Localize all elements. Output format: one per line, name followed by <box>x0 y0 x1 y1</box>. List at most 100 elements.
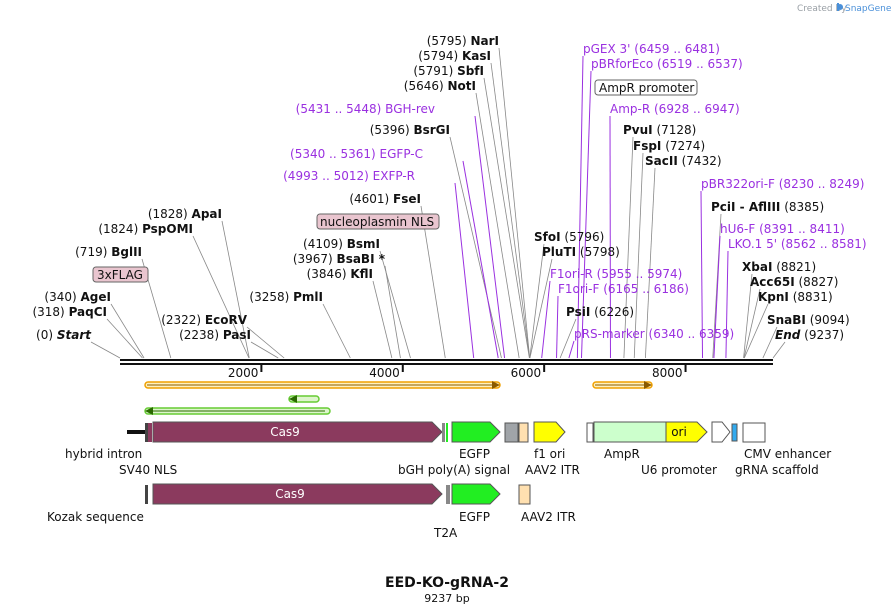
site-name: NarI <box>470 34 499 48</box>
site-name: KflI <box>350 267 373 281</box>
egfp-feature <box>451 421 501 443</box>
site-connector <box>762 326 778 359</box>
site-connector <box>559 318 577 359</box>
primer-connector <box>541 280 551 359</box>
restriction-site: (5795) NarI <box>427 34 499 48</box>
primer-label: F1ori-R (5955 .. 5974) <box>550 267 682 281</box>
primer-name: pGEX 3' <box>583 42 630 56</box>
restriction-sites: (0) Start(318) PaqCI(340) AgeI(719) BglI… <box>32 34 849 342</box>
f1-ori-label: f1 ori <box>534 447 565 461</box>
watermark-created-by: Created by <box>797 4 847 14</box>
site-name: FseI <box>393 192 421 206</box>
restriction-site: (3846) KflI <box>307 267 373 281</box>
primer-label: (4993 .. 5012) EXFP-R <box>283 169 415 183</box>
site-connector <box>623 136 634 359</box>
primer-label: pBR322ori-F (8230 .. 8249) <box>701 177 864 191</box>
site-position: (318) <box>32 305 68 319</box>
egfp-feature-2 <box>451 483 501 505</box>
cas9-feature-2 <box>152 483 443 505</box>
primer-name: F1ori-R <box>550 267 593 281</box>
site-name: KpnI <box>758 290 789 304</box>
primer-name: Amp-R <box>610 102 650 116</box>
primer-label: LKO.1 5' (8562 .. 8581) <box>728 237 867 251</box>
site-name: SbfI <box>457 64 484 78</box>
primer-range: (6459 .. 6481) <box>630 42 720 56</box>
site-connector <box>644 167 656 359</box>
aav2-itr-label: AAV2 ITR <box>525 463 580 477</box>
site-connector <box>384 265 401 359</box>
primer-range: (6519 .. 6537) <box>653 57 743 71</box>
site-name: BsmI <box>347 237 380 251</box>
site-position: (3258) <box>249 290 293 304</box>
cas9-label: Cas9 <box>270 425 300 439</box>
site-position: (0) <box>36 328 57 342</box>
site-position: (2322) <box>161 313 205 327</box>
restriction-site: (3258) PmlI <box>249 290 323 304</box>
aav2-itr-feature-2 <box>586 422 594 443</box>
ruler-tick-label: 6000 <box>511 366 542 380</box>
feature-row-translated: Cas9 <box>145 483 531 505</box>
site-name: BglII <box>111 245 142 259</box>
primer-name: LKO.1 5' <box>728 237 777 251</box>
primer-range: (8230 .. 8249) <box>775 177 865 191</box>
primer-connector <box>462 160 499 359</box>
feature-row-main: Cas9 ori <box>127 421 766 443</box>
site-name: Start <box>57 328 92 342</box>
site-position: (7128) <box>653 123 697 137</box>
site-position: (8831) <box>789 290 833 304</box>
site-connector <box>633 152 644 359</box>
primer-label: pBRforEco (6519 .. 6537) <box>591 57 743 71</box>
primer-label: Amp-R (6928 .. 6947) <box>610 102 740 116</box>
site-position: (9094) <box>806 313 850 327</box>
hybrid-intron-marker <box>145 423 148 442</box>
site-position: (8385) <box>780 200 824 214</box>
aav2-itr-feature-3 <box>518 484 531 505</box>
ampr-promoter-label: AmpR promoter <box>599 81 694 95</box>
site-name: NotI <box>448 79 477 93</box>
u6-promoter-label: U6 promoter <box>641 463 717 477</box>
site-name: PasI <box>223 328 251 342</box>
orf-reverse-2 <box>144 407 331 415</box>
restriction-site: Acc65I (8827) <box>750 275 838 289</box>
primer-connector <box>556 295 559 359</box>
orf-forward-1 <box>144 381 501 389</box>
restriction-site: XbaI (8821) <box>742 260 816 274</box>
site-name: PvuI <box>623 123 653 137</box>
primer-label: (5340 .. 5361) EGFP-C <box>290 147 423 161</box>
primer-range: (5340 .. 5361) <box>290 147 380 161</box>
ori-feature <box>665 421 708 443</box>
site-position: (719) <box>75 245 111 259</box>
site-connector <box>372 280 393 359</box>
site-position: (8821) <box>772 260 816 274</box>
restriction-site: PciI - AflIII (8385) <box>711 200 824 214</box>
site-name: XbaI <box>742 260 772 274</box>
aav2-itr-feature <box>518 422 529 443</box>
site-connector <box>192 235 250 359</box>
bgh-polya-label: bGH poly(A) signal <box>398 463 510 477</box>
restriction-site: FspI (7274) <box>633 139 705 153</box>
restriction-site: (340) AgeI <box>44 290 111 304</box>
primer-connector <box>700 190 704 359</box>
boxed-label-3xflag: 3xFLAG <box>92 266 149 283</box>
primer-name: pBR322ori-F <box>701 177 775 191</box>
nucleoplasmin-nls-label: nucleoplasmin NLS <box>320 215 434 229</box>
site-name: PspOMI <box>142 222 193 236</box>
sv40-nls-label: SV40 NLS <box>119 463 177 477</box>
primer-range: (5955 .. 5974) <box>593 267 683 281</box>
site-position: (1824) <box>98 222 142 236</box>
site-connector <box>529 258 553 359</box>
primer-connector <box>454 182 475 359</box>
boxed-label-ampr-promoter: AmpR promoter <box>594 79 698 96</box>
restriction-site: (2238) PasI <box>179 328 251 342</box>
primer-name: hU6-F <box>720 222 755 236</box>
site-connector <box>322 303 351 359</box>
site-name: FspI <box>633 139 661 153</box>
site-name: BsrGI <box>413 123 450 137</box>
restriction-site: KpnI (8831) <box>758 290 833 304</box>
ruler-tick-label: 2000 <box>228 366 259 380</box>
site-name: SfoI <box>534 230 561 244</box>
site-position: (6226) <box>590 305 634 319</box>
site-position: (8827) <box>795 275 839 289</box>
